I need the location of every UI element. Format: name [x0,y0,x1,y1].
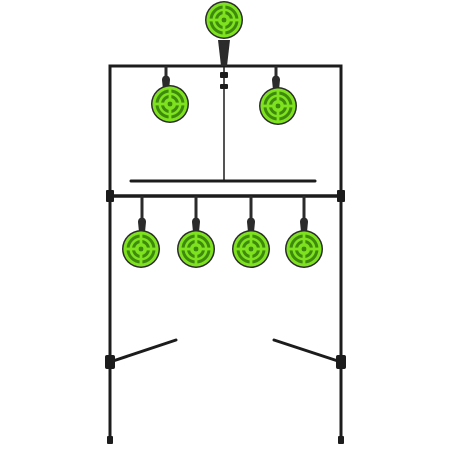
top-spinner-target [203,0,245,66]
lower-target-3 [230,196,272,270]
lower-target-1 [120,196,162,270]
upper-target-right [257,66,299,127]
frame-joints [105,72,346,444]
lower-target-2 [175,196,217,270]
lower-target-4 [283,196,325,270]
upper-target-left [149,66,191,125]
